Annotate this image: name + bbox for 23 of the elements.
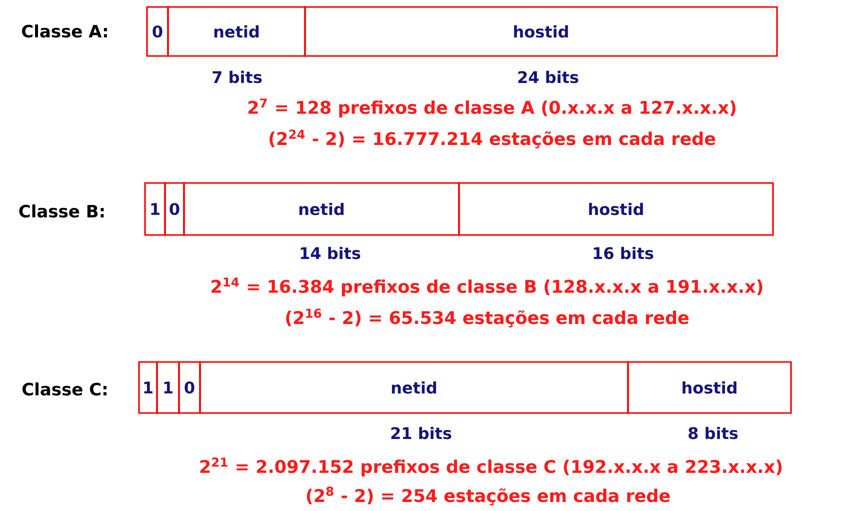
bit-count: 24 bits (518, 70, 578, 84)
field-cell: hostid (304, 6, 778, 57)
note-text: 2$^{21}$ = 2.097.152 prefixos de classe C (192.x.x.x a 223.x.x.x) (200, 458, 782, 476)
field-cell: 0 (164, 182, 185, 236)
row-label: Classe C: (22, 382, 106, 396)
note-text: (2$^{8}$ - 2) = 254 estações em cada rede (306, 486, 670, 506)
field-cell: 1 (144, 182, 166, 236)
field-cell: hostid (627, 361, 792, 414)
field-cell: netid (167, 6, 306, 57)
bit-count: 7 bits (212, 70, 262, 84)
field-cell: 1 (138, 361, 158, 414)
note-text: (2$^{24}$ - 2) = 16.777.214 estações em cada rede (270, 130, 716, 148)
field-cell: netid (183, 182, 460, 236)
field-cell: 1 (156, 361, 180, 414)
note-text: 2$^{14}$ = 16.384 prefixos de classe B (128.x.x.x a 191.x.x.x) (212, 278, 762, 296)
note-text: (2$^{16}$ - 2) = 65.534 estações em cada rede (286, 308, 689, 328)
row-label: Classe A: (22, 24, 107, 38)
field-cell: 0 (178, 361, 201, 414)
field-cell: hostid (458, 182, 774, 236)
field-cell: 0 (146, 6, 169, 57)
field-cell: netid (199, 361, 629, 414)
row-label: Classe B: (19, 204, 104, 218)
note-text: 2$^{7}$ = 128 prefixos de classe A (0.x.x.x a 127.x.x.x) (248, 98, 736, 118)
